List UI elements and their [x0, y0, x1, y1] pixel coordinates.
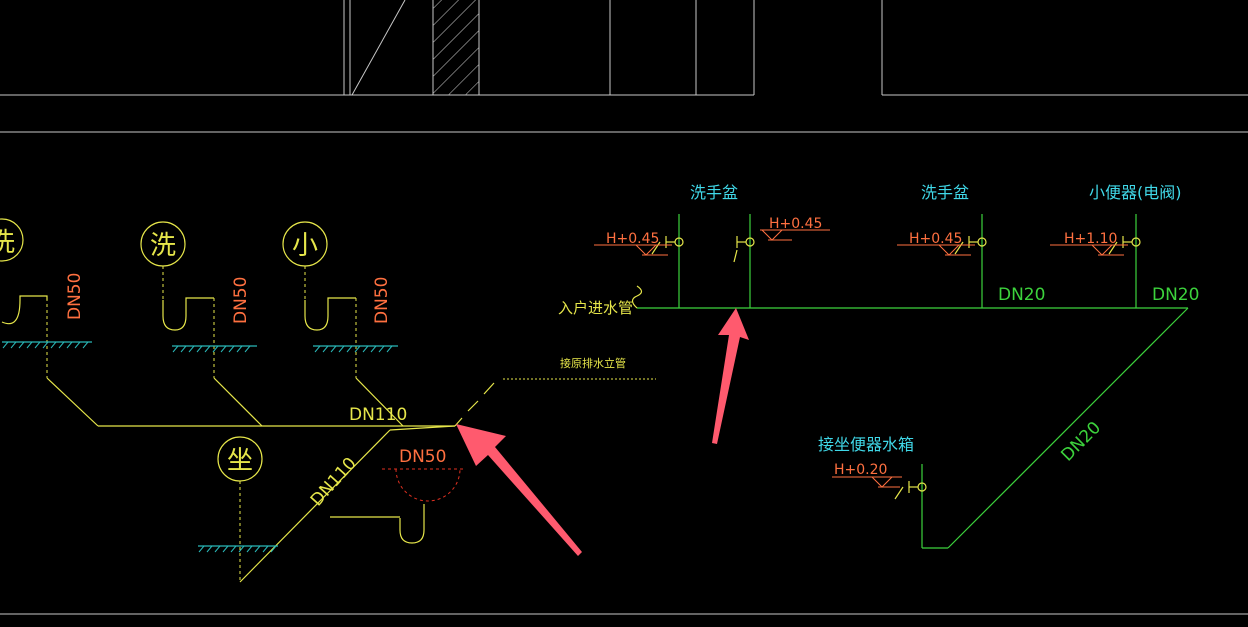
valve-elev-4: H+1.10 — [1064, 231, 1117, 247]
annotation-arrow-right — [712, 308, 749, 444]
supply-fixture-1: 洗手盆 — [690, 183, 738, 202]
valve-elev-1: H+0.45 — [606, 231, 659, 247]
annotation-arrow-left — [456, 424, 582, 556]
supply-toilet-tank-label: 接坐便器水箱 — [818, 435, 914, 454]
drain-branch-3-size: DN50 — [372, 277, 392, 324]
drain-branch-1-size: DN50 — [65, 273, 85, 320]
valve-elev-toilet: H+0.20 — [834, 462, 887, 478]
fixture-label-wash: 洗 — [150, 231, 176, 261]
supply-diagonal-size: DN20 — [1057, 418, 1105, 466]
drain-trap-size: DN50 — [399, 447, 446, 467]
drain-connect-note: 接原排水立管 — [560, 356, 626, 370]
fixture-label-urinal: 小 — [292, 231, 318, 261]
supply-fixture-2: 洗手盆 — [921, 183, 969, 202]
supply-inlet-label: 入户进水管 — [558, 299, 633, 317]
drain-diagonal-size: DN110 — [307, 454, 361, 511]
drain-branch-2-size: DN50 — [231, 277, 251, 324]
supply-fixture-3: 小便器(电阀) — [1089, 183, 1182, 202]
fixture-label-toilet: 坐 — [227, 446, 253, 476]
fixture-circle-wash-left — [0, 218, 24, 262]
wall-hatch — [433, 0, 479, 95]
drain-main-size: DN110 — [349, 405, 407, 425]
supply-system: 洗手盆 洗手盆 小便器(电阀) 入户进水管 接坐便器水箱 H+0.45 H+0.… — [558, 183, 1199, 549]
fixture-label-wash-left: 洗 — [0, 228, 15, 258]
supply-main-size-2: DN20 — [1152, 285, 1199, 305]
valve-elev-3: H+0.45 — [909, 231, 962, 247]
valve-elev-2: H+0.45 — [769, 216, 822, 232]
supply-main-size-1: DN20 — [998, 285, 1045, 305]
annotation-arrows — [456, 308, 749, 556]
